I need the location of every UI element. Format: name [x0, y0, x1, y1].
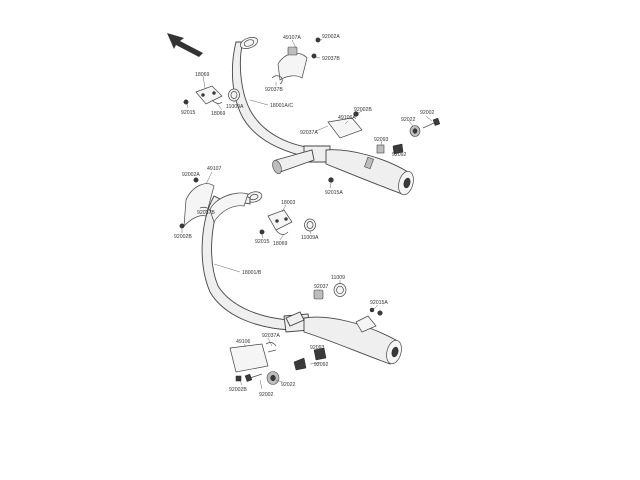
- label-92002a: 92002A: [322, 34, 340, 40]
- label-18069: 18069: [211, 111, 226, 117]
- label-49107: 49107: [207, 166, 222, 172]
- lower-pipe-holder: [267, 209, 293, 231]
- lower-muffler: [303, 316, 397, 365]
- label-18069: 18069: [273, 241, 288, 247]
- label-92037b: 92037B: [265, 87, 283, 93]
- label-92037b: 92037B: [197, 210, 215, 216]
- upper-leader-lines: [186, 38, 433, 189]
- upper-exhaust-assembly: [183, 37, 441, 196]
- label-92015a: 92015A: [325, 190, 343, 196]
- lower-bolt: [244, 373, 263, 382]
- label-92015a: 92015A: [370, 300, 388, 306]
- label-92002b: 92002B: [354, 107, 372, 113]
- label-92092: 92092: [314, 362, 329, 368]
- lower-muffler-bracket: [229, 343, 269, 373]
- upper-pipe-holder: [195, 85, 223, 105]
- label-18001b: 18001/B: [242, 270, 262, 276]
- label-92037a: 92037A: [300, 130, 318, 136]
- label-49106a: 49106A: [338, 115, 356, 121]
- label-11009a: 11009A: [301, 235, 319, 241]
- upper-heat-shield: [277, 52, 308, 81]
- label-11009a: 11009A: [226, 104, 244, 110]
- label-92037: 92037: [314, 284, 329, 290]
- label-92022: 92022: [281, 382, 296, 388]
- label-92092: 92092: [392, 152, 407, 158]
- label-92037b: 92037B: [322, 56, 340, 62]
- label-92015: 92015: [255, 239, 270, 245]
- part-labels: 49107A 92002A 92037B 92037B 18069 92015 …: [174, 34, 435, 398]
- label-92015: 92015: [181, 110, 196, 116]
- label-49107a: 49107A: [283, 35, 301, 41]
- upper-bolt: [422, 117, 441, 129]
- lower-heat-shield-top: [209, 192, 249, 223]
- label-92002b: 92002B: [174, 234, 192, 240]
- label-92037a: 92037A: [262, 333, 280, 339]
- lower-leader-lines: [181, 171, 379, 390]
- label-92022: 92022: [401, 117, 416, 123]
- label-18001ac: 18001A/C: [270, 103, 293, 109]
- label-92093: 92093: [310, 345, 325, 351]
- label-18069: 18069: [195, 72, 210, 78]
- label-92002: 92002: [420, 110, 435, 116]
- upper-muffler-bracket: [327, 117, 363, 139]
- label-92002a: 92002A: [182, 172, 200, 178]
- label-92093: 92093: [374, 137, 389, 143]
- label-92002b: 92002B: [229, 387, 247, 393]
- label-92002: 92002: [259, 392, 274, 398]
- lower-heat-shield: [183, 183, 215, 227]
- label-18003: 18003: [281, 200, 296, 206]
- front-direction-arrow-icon: [167, 33, 203, 57]
- label-49106: 49106: [236, 339, 251, 345]
- lower-exhaust-assembly: [179, 177, 402, 385]
- label-11009: 11009: [331, 275, 345, 281]
